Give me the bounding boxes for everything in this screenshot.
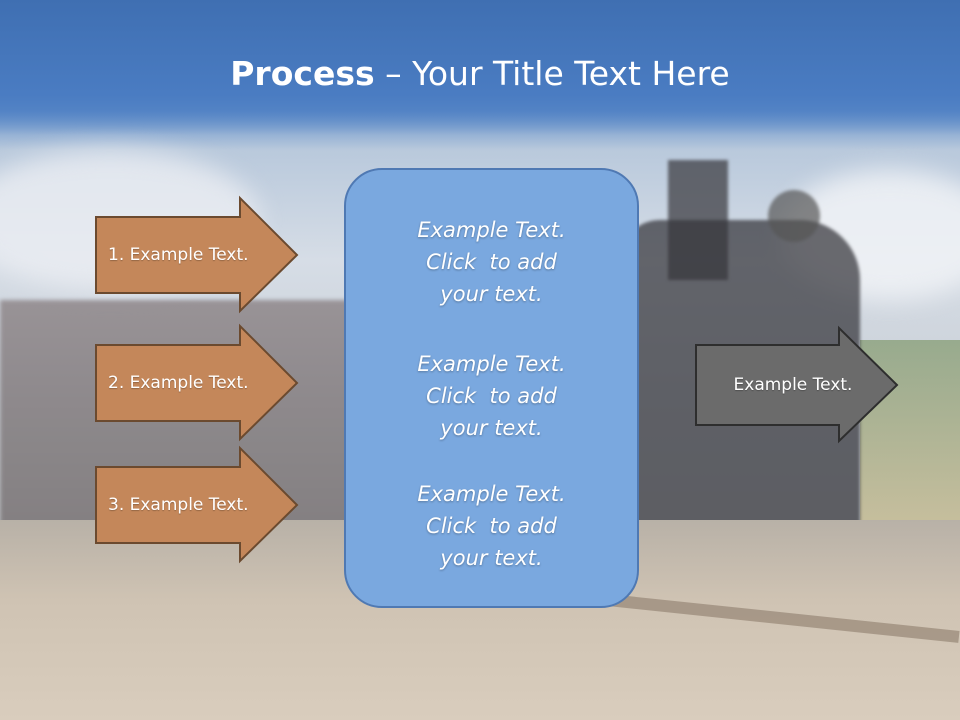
center-text-block-2[interactable]: Example Text. Click to add your text. bbox=[346, 348, 637, 444]
slide-title[interactable]: Process – Your Title Text Here bbox=[0, 52, 960, 96]
step-arrow-2-shape bbox=[95, 323, 299, 442]
step-arrow-2[interactable]: 2. Example Text. bbox=[95, 323, 299, 442]
step-arrow-1[interactable]: 1. Example Text. bbox=[95, 195, 299, 314]
step-arrow-3[interactable]: 3. Example Text. bbox=[95, 445, 299, 564]
center-text-line: Example Text. bbox=[417, 352, 566, 376]
center-text-line: Click to add bbox=[426, 250, 557, 274]
center-text-line: Example Text. bbox=[417, 482, 566, 506]
center-text-line: your text. bbox=[440, 416, 543, 440]
center-text-panel[interactable]: Example Text. Click to add your text. Ex… bbox=[344, 168, 639, 608]
center-text-line: Click to add bbox=[426, 514, 557, 538]
result-label: Example Text. bbox=[733, 375, 853, 395]
slide-title-bold: Process bbox=[230, 54, 375, 93]
result-arrow[interactable]: Example Text. bbox=[695, 325, 899, 444]
step-arrow-1-shape bbox=[95, 195, 299, 314]
center-text-line: your text. bbox=[440, 282, 543, 306]
center-text-line: your text. bbox=[440, 546, 543, 570]
step-label-3: 3. Example Text. bbox=[108, 495, 249, 515]
center-text-line: Example Text. bbox=[417, 218, 566, 242]
step-arrow-3-shape bbox=[95, 445, 299, 564]
center-text-block-1[interactable]: Example Text. Click to add your text. bbox=[346, 214, 637, 310]
step-label-2: 2. Example Text. bbox=[108, 373, 249, 393]
title-band bbox=[0, 0, 960, 135]
center-text-line: Click to add bbox=[426, 384, 557, 408]
slide-title-rest: – Your Title Text Here bbox=[374, 54, 730, 93]
step-label-1: 1. Example Text. bbox=[108, 245, 249, 265]
center-text-block-3[interactable]: Example Text. Click to add your text. bbox=[346, 478, 637, 574]
result-arrow-shape bbox=[695, 325, 899, 444]
